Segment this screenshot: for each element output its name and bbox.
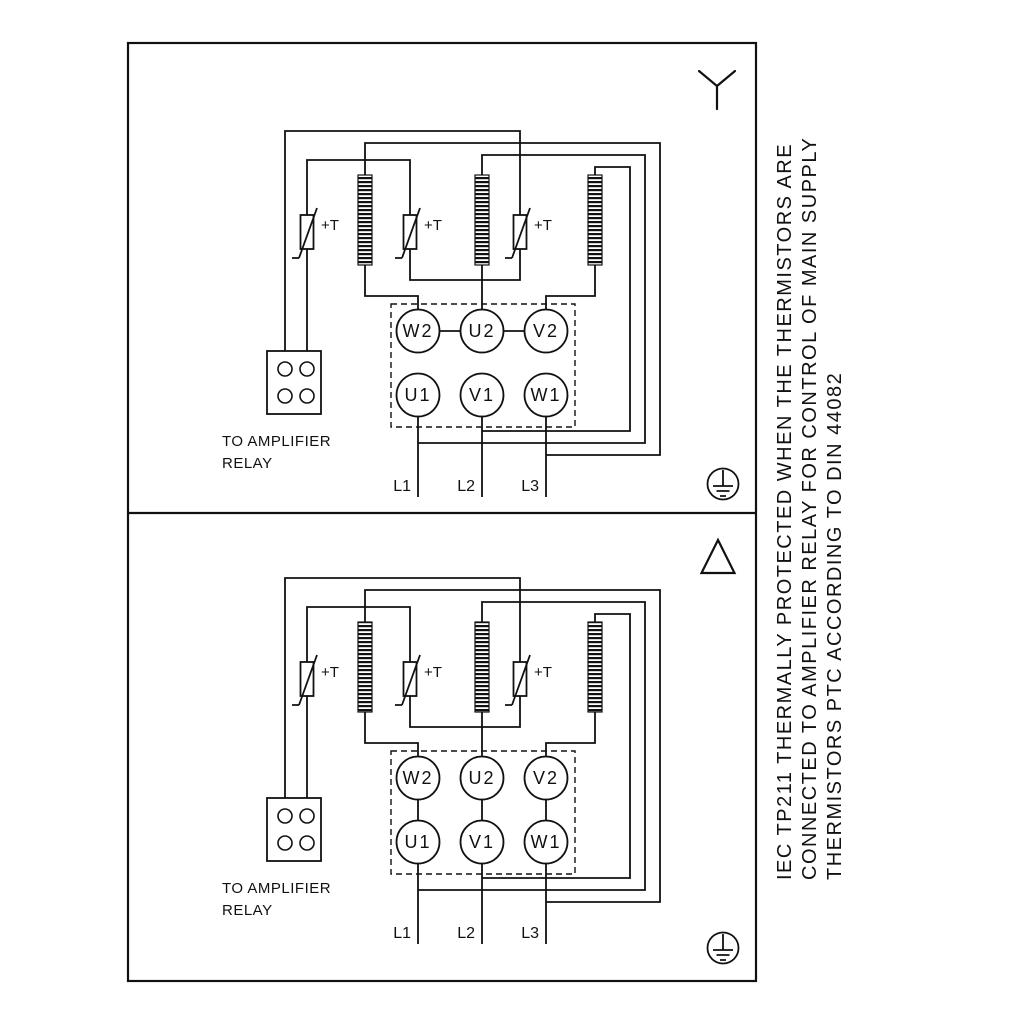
supply-label-l1: L1: [393, 925, 411, 942]
side-note: IEC TP211 THERMALLY PROTECTED WHEN THE T…: [774, 137, 846, 880]
panel-wiring: [284, 577, 661, 944]
thermistor-icon: [395, 207, 421, 259]
thermistor-icon: [395, 654, 421, 706]
thermistor-label: +T: [424, 664, 442, 681]
thermistor-label: +T: [534, 664, 552, 681]
delta-jumpers: [417, 799, 547, 821]
side-note-line: IEC TP211 THERMALLY PROTECTED WHEN THE T…: [774, 143, 796, 880]
terminal-v2: [523, 755, 569, 801]
amplifier-relay-box: [266, 350, 322, 415]
thermistor-icon: [505, 207, 531, 259]
terminal-label: W1: [531, 385, 562, 405]
terminal-label: V1: [469, 385, 495, 405]
earth-ground-icon: [706, 931, 740, 965]
terminal-label: U2: [468, 768, 495, 788]
motor-winding-icon: [357, 621, 373, 713]
terminal-label: V2: [533, 321, 559, 341]
terminal-label: U2: [468, 321, 495, 341]
terminal-v1: [459, 819, 505, 865]
relay-note: TO AMPLIFIER: [222, 880, 331, 897]
thermistor-label: +T: [534, 217, 552, 234]
terminal-board: [390, 750, 576, 875]
thermistor-icon: [292, 654, 318, 706]
thermistor-label: +T: [424, 217, 442, 234]
terminal-label: W2: [403, 321, 434, 341]
relay-note: RELAY: [222, 902, 273, 919]
supply-label-l1: L1: [393, 478, 411, 495]
motor-winding-icon: [474, 621, 490, 713]
terminal-u1: [395, 372, 441, 418]
side-note-line: CONNECTED TO AMPLIFIER RELAY FOR CONTROL…: [799, 137, 821, 880]
motor-winding-icon: [474, 174, 490, 266]
side-note-line: THERMISTORS PTC ACCORDING TO DIN 44082: [824, 372, 846, 880]
relay-note: RELAY: [222, 455, 273, 472]
panel-star: +T +T +T W2 U2 V2 U1 V1 W1 TO AMPLIFIER …: [222, 69, 740, 501]
terminal-w1: [523, 819, 569, 865]
terminal-u2: [459, 755, 505, 801]
thermistor-label: +T: [321, 217, 339, 234]
terminal-v1: [459, 372, 505, 418]
terminal-w1: [523, 372, 569, 418]
star-connection-icon: [697, 69, 737, 111]
thermistor-icon: [505, 654, 531, 706]
panel-wiring: [284, 130, 661, 497]
thermistor-label: +T: [321, 664, 339, 681]
motor-winding-icon: [587, 174, 603, 266]
terminal-w2: [395, 755, 441, 801]
terminal-label: V2: [533, 768, 559, 788]
earth-ground-icon: [706, 467, 740, 501]
supply-label-l3: L3: [521, 925, 539, 942]
motor-winding-icon: [587, 621, 603, 713]
relay-note: TO AMPLIFIER: [222, 433, 331, 450]
amplifier-relay-box: [266, 797, 322, 862]
thermistor-icon: [292, 207, 318, 259]
terminal-label: W2: [403, 768, 434, 788]
terminal-label: W1: [531, 832, 562, 852]
terminal-label: U1: [404, 385, 431, 405]
panel-delta: +T +T +T W2 U2 V2 U1 V1 W1 TO AMPLIFIER …: [222, 537, 740, 965]
motor-winding-icon: [357, 174, 373, 266]
terminal-board: [390, 303, 576, 428]
terminal-label: U1: [404, 832, 431, 852]
terminal-u1: [395, 819, 441, 865]
terminal-label: V1: [469, 832, 495, 852]
supply-label-l3: L3: [521, 478, 539, 495]
delta-connection-icon: [699, 537, 737, 575]
supply-label-l2: L2: [457, 478, 475, 495]
supply-label-l2: L2: [457, 925, 475, 942]
